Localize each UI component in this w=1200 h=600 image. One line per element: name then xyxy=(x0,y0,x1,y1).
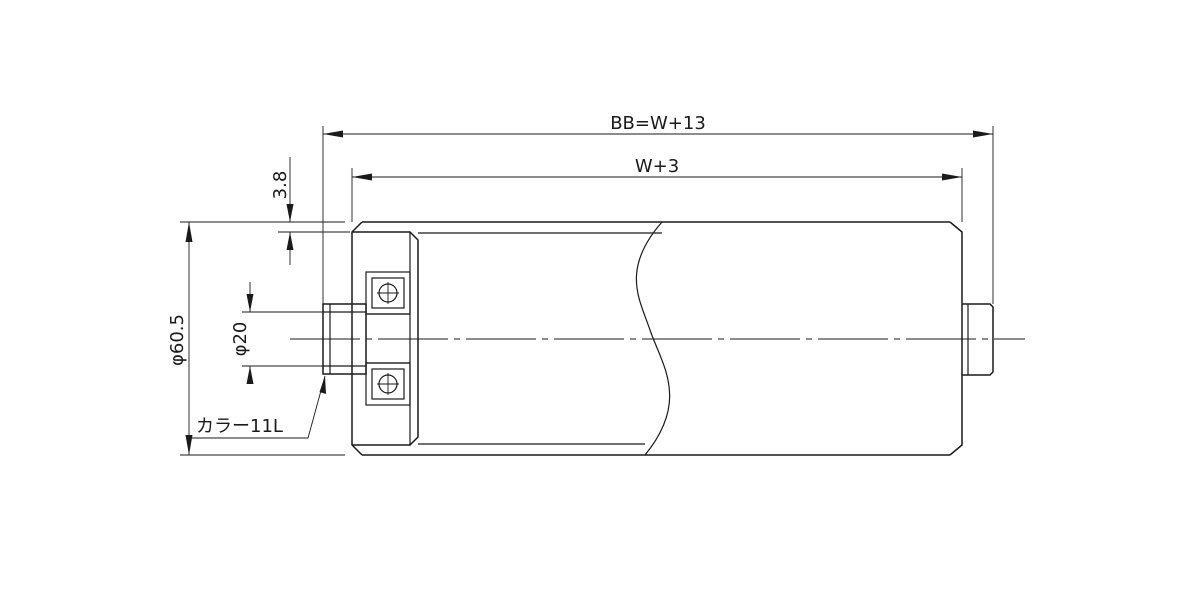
right-shaft xyxy=(962,303,994,376)
dim-tube-diameter: φ60.5 xyxy=(167,221,345,456)
tube-right-end xyxy=(949,221,963,456)
arrowhead xyxy=(286,204,294,222)
housing-outline xyxy=(352,231,419,446)
arrowhead xyxy=(246,294,254,312)
dim-tube-length: W+3 xyxy=(351,156,963,222)
tube-length-label: W+3 xyxy=(635,156,679,177)
tube-left-end xyxy=(351,221,363,456)
dim-shaft-diameter: φ20 xyxy=(230,282,323,384)
bearing-housing xyxy=(352,231,419,446)
collar-label: カラー11L xyxy=(196,416,283,437)
overall-length-label: BB=W+13 xyxy=(610,113,706,134)
arrowhead xyxy=(942,173,962,181)
wall-offset-label: 3.8 xyxy=(270,171,291,200)
tube-diameter-label: φ60.5 xyxy=(167,314,188,366)
arrowhead xyxy=(286,232,294,250)
arrowhead xyxy=(185,222,193,242)
arrowhead xyxy=(323,130,343,138)
dim-overall-length: BB=W+13 xyxy=(322,113,994,304)
bearing-lower-race xyxy=(371,368,405,400)
dim-wall-offset: 3.8 xyxy=(270,157,350,265)
arrowhead xyxy=(973,130,993,138)
arrowhead xyxy=(352,173,372,181)
break-line xyxy=(635,221,671,456)
arrowhead xyxy=(185,435,193,455)
arrowhead xyxy=(319,376,326,394)
right-shaft-outline xyxy=(962,303,994,376)
shaft-diameter-label: φ20 xyxy=(230,322,251,357)
roller-body xyxy=(351,221,963,456)
leader-line xyxy=(192,375,326,439)
arrowhead xyxy=(246,366,254,384)
collar-leader: カラー11L xyxy=(192,375,326,439)
bearing-upper-race xyxy=(371,277,405,309)
